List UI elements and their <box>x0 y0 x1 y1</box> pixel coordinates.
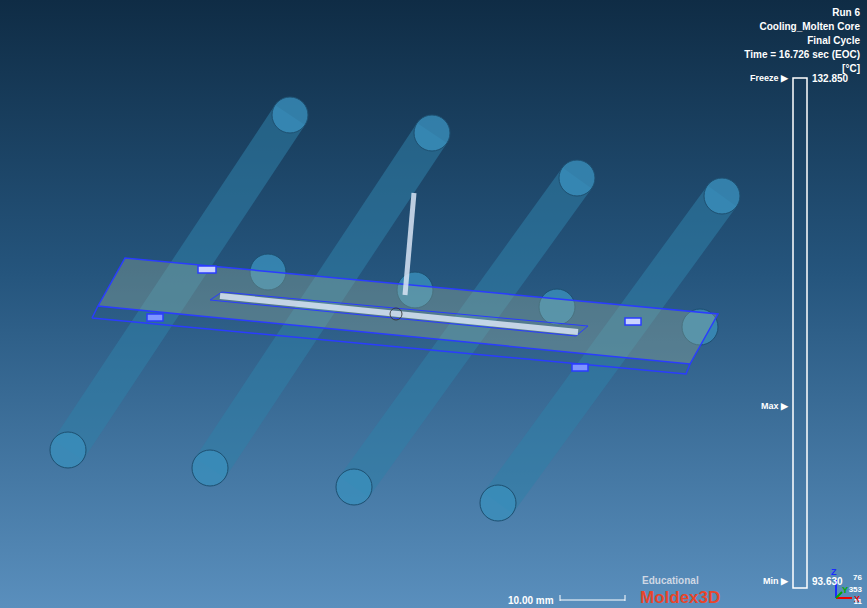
view-angle: 76 <box>853 572 862 583</box>
view-angle: 353 <box>849 584 862 595</box>
cooling-channels <box>50 97 740 521</box>
runner-system <box>220 193 578 332</box>
max-value: 132.850 <box>812 72 848 85</box>
min-marker: Min ▶ <box>763 575 788 587</box>
result-label: Cooling_Molten Core <box>759 20 860 33</box>
time-label: Time = 16.726 sec (EOC) <box>744 48 860 61</box>
freeze-marker: Freeze ▶ <box>750 72 788 84</box>
brand-logo: Moldex3D <box>640 588 720 608</box>
view-angle: 11 <box>854 596 862 607</box>
min-value: 93.630 <box>812 575 843 588</box>
axis-label: Z <box>831 566 837 578</box>
max-marker: Max ▶ <box>761 400 788 412</box>
scale-bar <box>560 600 625 601</box>
watermark: Educational <box>642 574 699 587</box>
color-bar <box>793 78 807 588</box>
scale-text: 10.00 mm <box>508 594 554 607</box>
axis-label: Y <box>842 584 848 596</box>
run-label: Run 6 <box>832 6 860 19</box>
cycle-label: Final Cycle <box>807 34 860 47</box>
